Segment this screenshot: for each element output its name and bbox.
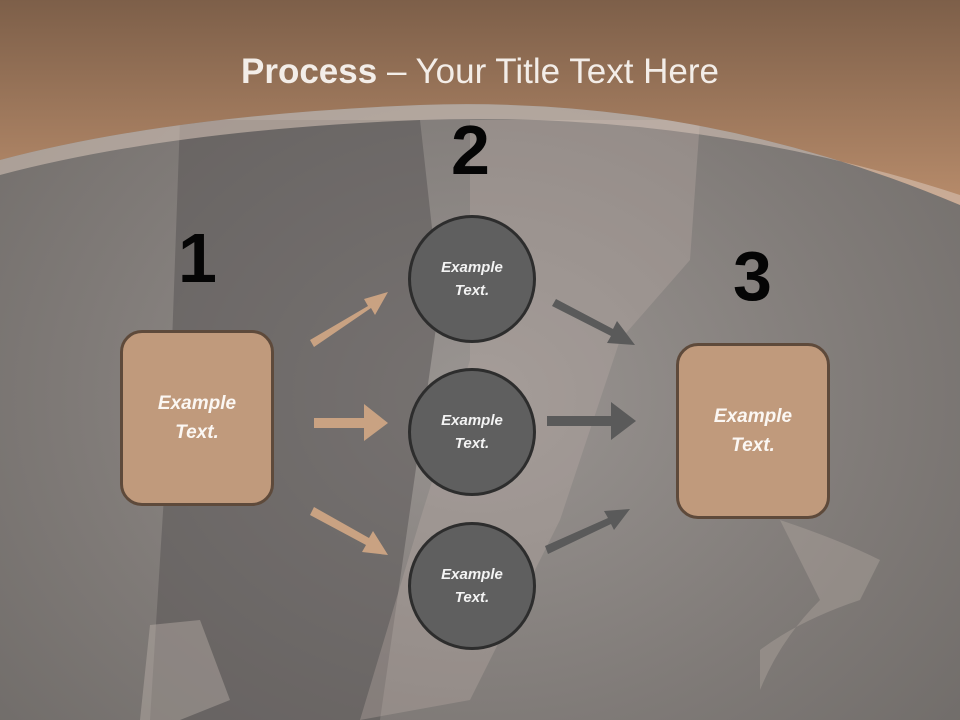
circle-bottom-text: Example Text.	[441, 566, 503, 606]
title-bold: Process	[241, 52, 378, 91]
circle-top-text: Example Text.	[441, 259, 503, 299]
step-1-box: Example Text.	[120, 330, 274, 506]
circle-top: Example Text.	[408, 215, 536, 343]
arrow-1-to-middle	[314, 404, 388, 441]
step-1-text: Example Text.	[157, 393, 237, 443]
arrow-middle-to-3	[547, 402, 636, 440]
arrow-1-to-bottom	[310, 507, 388, 555]
arrow-top-to-3	[552, 299, 635, 345]
arrow-bottom-to-3	[545, 509, 630, 554]
arrow-1-to-top	[310, 292, 388, 347]
slide-title: Process – Your Title Text Here	[0, 52, 960, 92]
step-number-1: 1	[178, 219, 217, 297]
step-number-3: 3	[733, 237, 772, 315]
step-3-text: Example Text.	[713, 406, 793, 456]
circle-middle-text: Example Text.	[441, 412, 503, 452]
step-3-box: Example Text.	[676, 343, 830, 519]
title-rest: – Your Title Text Here	[377, 52, 719, 91]
step-number-2: 2	[451, 111, 490, 189]
circle-middle: Example Text.	[408, 368, 536, 496]
circle-bottom: Example Text.	[408, 522, 536, 650]
